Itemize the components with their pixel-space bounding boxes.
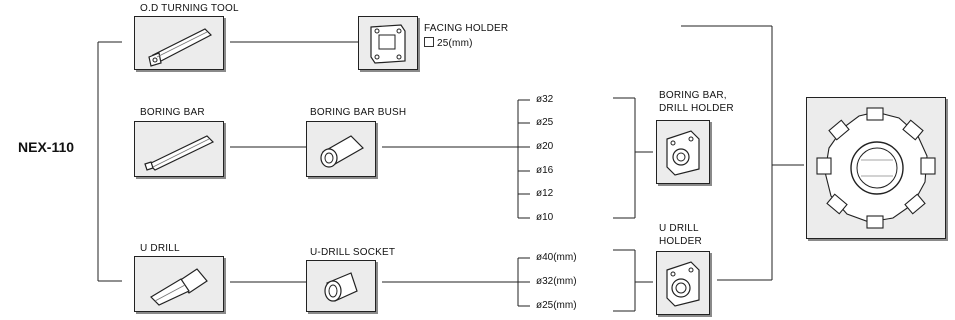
root-label: NEX-110	[18, 139, 75, 155]
boring-diameter-1: ø32	[536, 94, 554, 105]
od-turning-tool-icon	[134, 16, 224, 70]
u-drill-label: U DRILL	[140, 243, 180, 254]
boring-diameter-4: ø16	[536, 165, 554, 176]
boring-diameter-6: ø10	[536, 212, 554, 223]
u-drill-holder-icon	[656, 251, 710, 315]
turret-icon	[806, 97, 946, 239]
drill-diameter-2: ø32(mm)	[536, 276, 577, 287]
drill-diameter-3: ø25(mm)	[536, 300, 577, 311]
square-icon	[424, 37, 434, 47]
boring-bar-icon	[134, 121, 224, 177]
boring-diameter-2: ø25	[536, 117, 554, 128]
od-turning-tool-label: O.D TURNING TOOL	[140, 3, 239, 14]
facing-holder-label: FACING HOLDER	[424, 23, 509, 34]
u-drill-holder-label-2: HOLDER	[659, 236, 702, 247]
u-drill-icon	[134, 256, 224, 312]
u-drill-socket-icon	[306, 260, 376, 312]
u-drill-socket-label: U-DRILL SOCKET	[310, 247, 396, 258]
boring-drill-holder-label-2: DRILL HOLDER	[659, 103, 734, 114]
boring-drill-holder-icon	[656, 120, 710, 184]
boring-diameter-5: ø12	[536, 188, 554, 199]
facing-holder-size: 25(mm)	[424, 37, 473, 50]
boring-bar-bush-label: BORING BAR BUSH	[310, 107, 407, 118]
drill-diameter-1: ø40(mm)	[536, 252, 577, 263]
facing-holder-icon	[358, 16, 418, 70]
u-drill-holder-label-1: U DRILL	[659, 223, 699, 234]
boring-bar-bush-icon	[306, 121, 376, 177]
boring-diameter-3: ø20	[536, 141, 554, 152]
boring-drill-holder-label-1: BORING BAR,	[659, 90, 727, 101]
boring-bar-label: BORING BAR	[140, 107, 205, 118]
facing-holder-size-value: 25(mm)	[437, 38, 473, 49]
